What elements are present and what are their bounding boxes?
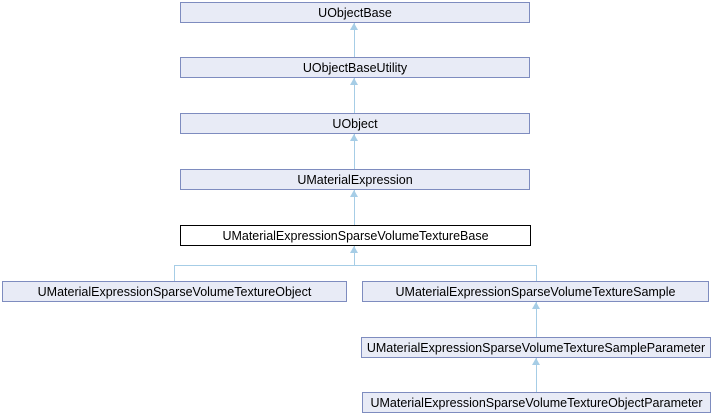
class-node-umaterialexpressionsparsevolumetextureobject[interactable]: UMaterialExpressionSparseVolumeTextureOb… (2, 281, 347, 302)
class-node-uobjectbase[interactable]: UObjectBase (180, 2, 530, 23)
class-node-uobject[interactable]: UObject (180, 113, 530, 134)
edge-line (354, 246, 355, 265)
edge-line (174, 265, 175, 281)
class-node-umaterialexpressionsparsevolumetexturesample[interactable]: UMaterialExpressionSparseVolumeTextureSa… (362, 281, 709, 302)
class-node-umaterialexpressionsparsevolumetextureobjectparameter[interactable]: UMaterialExpressionSparseVolumeTextureOb… (362, 392, 711, 413)
class-node-umaterialexpressionsparsevolumetexturesampleparameter[interactable]: UMaterialExpressionSparseVolumeTextureSa… (361, 337, 711, 358)
edge-line (536, 265, 537, 281)
edge-line (354, 23, 355, 57)
edge-line (536, 358, 537, 392)
edge-branch-line (174, 265, 537, 266)
edge-line (354, 78, 355, 113)
edge-line (354, 190, 355, 225)
edge-line (354, 134, 355, 169)
class-node-uobjectbaseutility[interactable]: UObjectBaseUtility (180, 57, 530, 78)
class-node-umaterialexpressionsparsevolumetexturebase-current: UMaterialExpressionSparseVolumeTextureBa… (180, 225, 531, 246)
edge-line (536, 302, 537, 337)
class-node-umaterialexpression[interactable]: UMaterialExpression (180, 169, 530, 190)
